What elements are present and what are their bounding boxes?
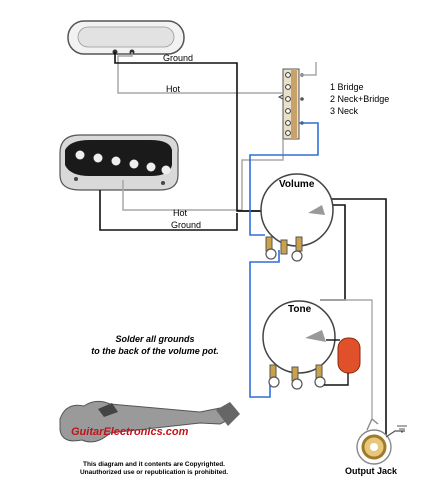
switch-lug [285, 72, 291, 78]
volume-lug [295, 236, 303, 252]
switch-lug [285, 130, 291, 136]
copyright-line-2: Unauthorized use or republication is pro… [79, 469, 229, 476]
hot-label-bottom: Hot [173, 208, 188, 218]
hot-wires [117, 52, 317, 211]
hot-label-top: Hot [166, 84, 181, 94]
three-way-switch [277, 68, 304, 140]
pole-piece [93, 153, 103, 163]
volume-label: Volume [279, 179, 315, 190]
note-line-1: Solder all grounds [115, 334, 195, 344]
switch-position-1: 1 Bridge [330, 82, 364, 92]
output-jack [320, 299, 407, 465]
copyright-line-1: This diagram and it contents are Copyrig… [83, 461, 225, 468]
neck-pickup [67, 20, 185, 55]
switch-lug [285, 108, 291, 114]
note-line-2: to the back of the volume pot. [91, 346, 219, 356]
pole-piece [129, 159, 139, 169]
switch-lug [285, 84, 291, 90]
switch-position-2: 2 Neck+Bridge [330, 94, 390, 104]
pole-piece [146, 162, 156, 172]
pole-piece [75, 150, 85, 160]
volume-lug [280, 239, 288, 255]
switch-position-3: 3 Neck [330, 106, 359, 116]
logo-guitar-graphic [59, 400, 240, 443]
volume-pot [260, 173, 334, 262]
tone-pot [262, 300, 336, 390]
copyright-notice: This diagram and it contents are Copyrig… [54, 461, 254, 477]
switch-lug [285, 120, 291, 126]
output-jack-label: Output Jack [345, 466, 398, 476]
pole-piece [161, 165, 171, 175]
grounding-note: Solder all grounds to the back of the vo… [70, 333, 240, 357]
switch-lug [285, 96, 291, 102]
bridge-pickup [59, 134, 179, 191]
logo-text: GuitarElectronics.com [71, 426, 189, 438]
ground-label-bottom: Ground [171, 220, 202, 230]
tone-label: Tone [288, 304, 312, 315]
tone-capacitor [324, 337, 361, 386]
ground-label-top: Ground [163, 53, 194, 63]
switch-output-wires [249, 122, 319, 398]
pole-piece [111, 156, 121, 166]
